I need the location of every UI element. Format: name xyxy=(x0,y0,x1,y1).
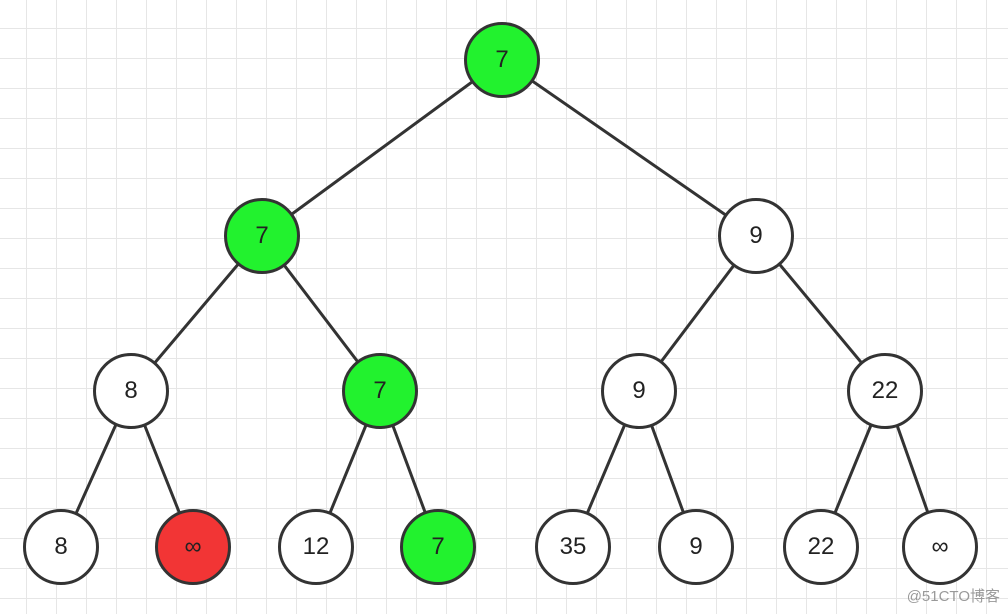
tree-leaf-5: 35 xyxy=(535,509,611,585)
tree-node-l1-left: 7 xyxy=(224,198,300,274)
tree-leaf-7: 22 xyxy=(783,509,859,585)
tree-leaf-4: 7 xyxy=(400,509,476,585)
tree-node-root: 7 xyxy=(464,22,540,98)
tree-leaf-2: ∞ xyxy=(155,509,231,585)
tree-node-l1-right: 9 xyxy=(718,198,794,274)
watermark: @51CTO博客 xyxy=(906,588,1000,605)
edge-root-right xyxy=(500,58,758,238)
tree-leaf-8: ∞ xyxy=(902,509,978,585)
tree-node-l2-2: 7 xyxy=(342,353,418,429)
tree-leaf-3: 12 xyxy=(278,509,354,585)
tree-node-l2-4: 22 xyxy=(847,353,923,429)
tree-node-l2-3: 9 xyxy=(601,353,677,429)
edge-root-left xyxy=(260,58,504,238)
tree-leaf-6: 9 xyxy=(658,509,734,585)
tree-node-l2-1: 8 xyxy=(93,353,169,429)
tree-leaf-1: 8 xyxy=(23,509,99,585)
